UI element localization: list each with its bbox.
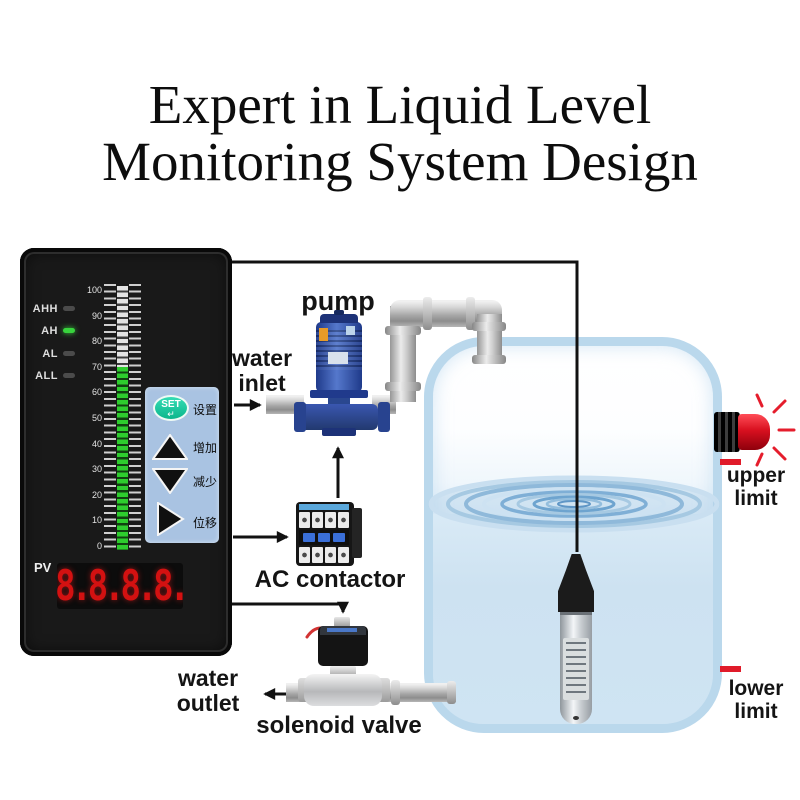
scale-tick-label: 100 — [86, 285, 102, 295]
pump-volute — [300, 404, 378, 430]
set-caption: 设置 — [193, 403, 218, 417]
alarm-label-al: AL — [42, 348, 58, 360]
pump-sticker — [346, 326, 355, 335]
page-title: Expert in Liquid Level Monitoring System… — [0, 76, 800, 190]
valve-top-nut — [334, 617, 350, 627]
pump-outlet-flange — [378, 402, 390, 432]
pipe-flange — [472, 355, 506, 364]
pipe-flange — [391, 680, 400, 705]
alarm-label-ah: AH — [41, 325, 58, 337]
alarm-led-all — [63, 373, 75, 378]
level-bargraph — [117, 286, 128, 550]
alarm-beacon — [714, 410, 774, 454]
contactor-rail-clip — [352, 508, 362, 558]
contactor-terminals-top — [299, 512, 349, 528]
controller-to-solenoid-wire — [228, 601, 349, 614]
bargraph-unlit — [117, 286, 128, 367]
solenoid-coil-label — [327, 628, 357, 632]
upper-limit-line2: limit — [734, 487, 778, 510]
pipe-flange — [385, 326, 421, 335]
pump-flange — [310, 390, 368, 398]
pv-display: 8.8.8.8. — [57, 563, 183, 609]
scale-ticks-left — [104, 284, 116, 552]
valve-bonnet — [330, 666, 356, 676]
scale-tick-label: 20 — [91, 490, 102, 500]
water-outlet-line1: water — [177, 665, 239, 691]
contactor-terminals-bottom — [299, 547, 349, 563]
lower-limit-label: lower limit — [712, 677, 800, 723]
pump-label: pump — [301, 286, 375, 316]
pump-inlet-flange — [294, 402, 306, 432]
water-inlet-line1: water — [231, 345, 293, 371]
sensor-cable-cap — [558, 554, 594, 612]
scale-tick-label: 0 — [96, 541, 102, 551]
lower-limit-line2: limit — [734, 700, 778, 723]
ac-contactor — [296, 500, 362, 568]
valve-body — [304, 674, 382, 706]
seven-segment-readout: 8.8.8.8. — [57, 563, 183, 609]
pipe-flange — [385, 382, 421, 391]
set-button: SET ↵ — [153, 395, 189, 421]
solenoid-valve — [296, 616, 392, 708]
contactor-top-strip — [299, 504, 349, 510]
scale-tick-label: 80 — [91, 336, 102, 346]
water-outlet-line2: outlet — [176, 690, 240, 716]
beacon-red-lamp — [738, 414, 770, 450]
upper-limit-line1: upper — [726, 464, 786, 487]
pv-label: PV — [34, 560, 52, 575]
pump-sticker — [319, 328, 328, 341]
lower-limit-marker — [720, 666, 741, 672]
sensor-nameplate-text — [566, 642, 586, 696]
sensor-nameplate — [563, 638, 589, 700]
title-line-2: Monitoring System Design — [102, 131, 698, 192]
scale-tick-label: 90 — [91, 311, 102, 321]
pump-base — [322, 428, 356, 436]
shift-caption: 位移 — [193, 516, 218, 530]
pipe-flange — [472, 322, 506, 331]
alarm-led-ahh — [63, 306, 75, 311]
pipe-flange — [447, 681, 456, 704]
alarm-led-ah — [63, 328, 75, 333]
scale-tick-label: 60 — [91, 387, 102, 397]
scale-tick-label: 70 — [91, 362, 102, 372]
scale-tick-label: 50 — [91, 413, 102, 423]
pump-nameplate — [328, 352, 348, 364]
alarm-led-al — [63, 351, 75, 356]
water-inlet-label: water inlet — [212, 346, 312, 396]
alarm-label-ahh: AHH — [32, 303, 58, 315]
upper-limit-marker — [720, 459, 741, 465]
water-outlet-label: water outlet — [158, 666, 258, 716]
scale-tick-label: 30 — [91, 464, 102, 474]
sensor-port — [573, 716, 579, 720]
scale-tick-label: 10 — [91, 515, 102, 525]
up-caption: 增加 — [193, 441, 218, 455]
level-controller: AHH AH AL ALL 100 90 80 70 60 50 40 30 2… — [20, 248, 232, 656]
scale-ticks-right — [129, 284, 141, 552]
bargraph-lit — [117, 367, 128, 550]
alarm-label-all: ALL — [35, 370, 58, 382]
scale-tick-label: 40 — [91, 439, 102, 449]
water-ripple — [428, 475, 720, 533]
pipe-flange — [423, 297, 432, 330]
contactor-middle — [299, 530, 349, 545]
solenoid-valve-label: solenoid valve — [256, 712, 422, 739]
up-arrow-button — [152, 434, 188, 460]
upper-limit-label: upper limit — [712, 464, 800, 510]
title-line-1: Expert in Liquid Level — [148, 74, 652, 135]
water-inlet-line2: inlet — [238, 370, 286, 396]
level-sensor-probe — [556, 552, 596, 724]
down-caption: 减少 — [193, 475, 218, 489]
keypad-panel: SET ↵ 设置 增加 减少 位移 — [145, 387, 219, 543]
shift-arrow-button — [157, 502, 185, 536]
set-button-label: SET — [161, 399, 181, 410]
enter-icon: ↵ — [167, 409, 175, 419]
down-arrow-button — [152, 468, 188, 494]
beacon-mount — [714, 412, 740, 452]
lower-limit-line1: lower — [728, 677, 784, 700]
ac-contactor-label: AC contactor — [254, 566, 406, 593]
